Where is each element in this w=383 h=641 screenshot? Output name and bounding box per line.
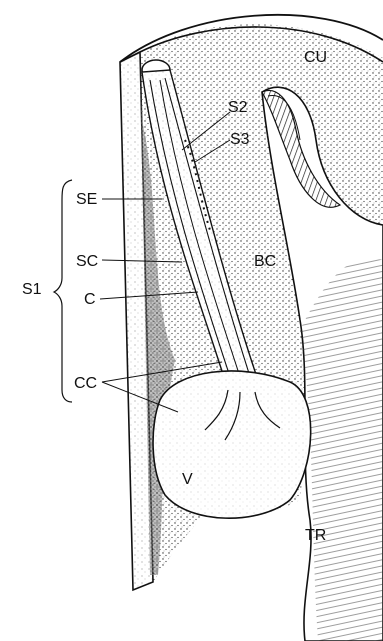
label-se: SE [76,191,97,208]
label-c: C [84,291,96,308]
label-s1: S1 [22,281,42,298]
label-sc: SC [76,253,98,270]
label-bc: BC [254,253,276,270]
s1-bracket [54,180,72,402]
label-s2: S2 [228,99,248,116]
label-s3: S3 [230,131,250,148]
label-tr: TR [305,527,326,544]
label-cc: CC [74,375,97,392]
label-v: V [182,471,193,488]
vesicle-v [153,371,311,518]
label-cu: CU [304,49,327,66]
